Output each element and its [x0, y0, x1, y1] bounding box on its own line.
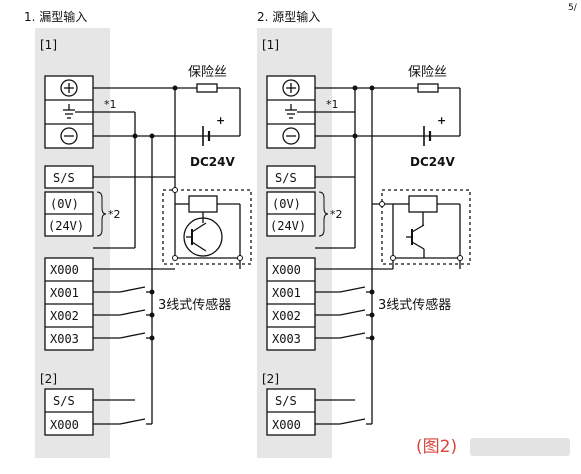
panel1-terminal-0v: (0V): [50, 197, 79, 211]
panel2-fuse-label: 保险丝: [408, 65, 447, 80]
panel1-terminal-x002: X002: [50, 309, 79, 323]
panel1-group1: [1]: [40, 38, 57, 52]
panel1-dc-label: DC24V: [190, 155, 235, 169]
panel2-terminal-ss: S/S: [275, 171, 297, 185]
panel1-terminal-x000: X000: [50, 263, 79, 277]
panel-sink-open-nodes: [172, 187, 243, 261]
panel1-g2-terminal-ss: S/S: [53, 394, 75, 408]
panel2-note1: *1: [326, 98, 339, 111]
panel2-group2: [2]: [262, 372, 279, 386]
figure-label: (图2): [416, 437, 457, 457]
panel1-g2-terminal-x000: X000: [50, 418, 79, 432]
panel2-dc-label: DC24V: [410, 155, 455, 169]
panel2-terminal-x003: X003: [272, 332, 301, 346]
ground-icon: [63, 104, 75, 119]
panel-source-dots: [352, 85, 375, 341]
panel2-g2-terminal-ss: S/S: [275, 394, 297, 408]
panel2-sensor-label: 3线式传感器: [378, 297, 451, 313]
panel1-terminal-ss: S/S: [53, 171, 75, 185]
battery-icon: [202, 126, 211, 146]
panel2-g2-terminal-x000: X000: [272, 418, 301, 432]
minus-terminal-icon: [60, 127, 78, 145]
sensor-box: [381, 189, 471, 265]
panel-sink-dots: [132, 85, 178, 341]
panel2-terminal-x001: X001: [272, 286, 301, 300]
panel2-heading: 2. 源型输入: [257, 9, 320, 24]
panel2-battery-plus: +: [437, 114, 446, 127]
panel1-terminal-x003: X003: [50, 332, 79, 346]
panel1-fuse-label: 保险丝: [188, 65, 227, 80]
transistor-icon: [183, 212, 223, 257]
panel1-group2: [2]: [40, 372, 57, 386]
sensor-box: [162, 189, 252, 265]
panel1-note2: *2: [108, 208, 121, 221]
panel2-terminal-0v: (0V): [272, 197, 301, 211]
battery-icon: [423, 126, 432, 146]
minus-terminal-icon: [282, 127, 300, 145]
plus-terminal-icon: [282, 79, 300, 97]
panel2-terminal-24v: (24V): [270, 219, 306, 233]
fuse-icon: [196, 83, 218, 93]
panel-source: [257, 28, 471, 458]
panel-source-open-nodes: [379, 201, 463, 261]
panel-sink: [35, 28, 252, 458]
transistor-icon: [393, 212, 425, 259]
panel2-terminal-x002: X002: [272, 309, 301, 323]
plus-terminal-icon: [60, 79, 78, 97]
panel2-terminal-x000: X000: [272, 263, 301, 277]
panel1-heading: 1. 漏型输入: [24, 9, 87, 24]
panel1-note1: *1: [104, 98, 117, 111]
watermark: [470, 438, 570, 456]
corner-mark: 5/: [568, 3, 578, 13]
panel2-note2: *2: [330, 208, 343, 221]
panel1-terminal-24v: (24V): [48, 219, 84, 233]
panel1-terminal-x001: X001: [50, 286, 79, 300]
panel2-group1: [1]: [262, 38, 279, 52]
panel1-sensor-label: 3线式传感器: [158, 297, 231, 313]
fuse-icon: [417, 83, 439, 93]
panel1-battery-plus: +: [216, 114, 225, 127]
ground-icon: [285, 104, 297, 119]
